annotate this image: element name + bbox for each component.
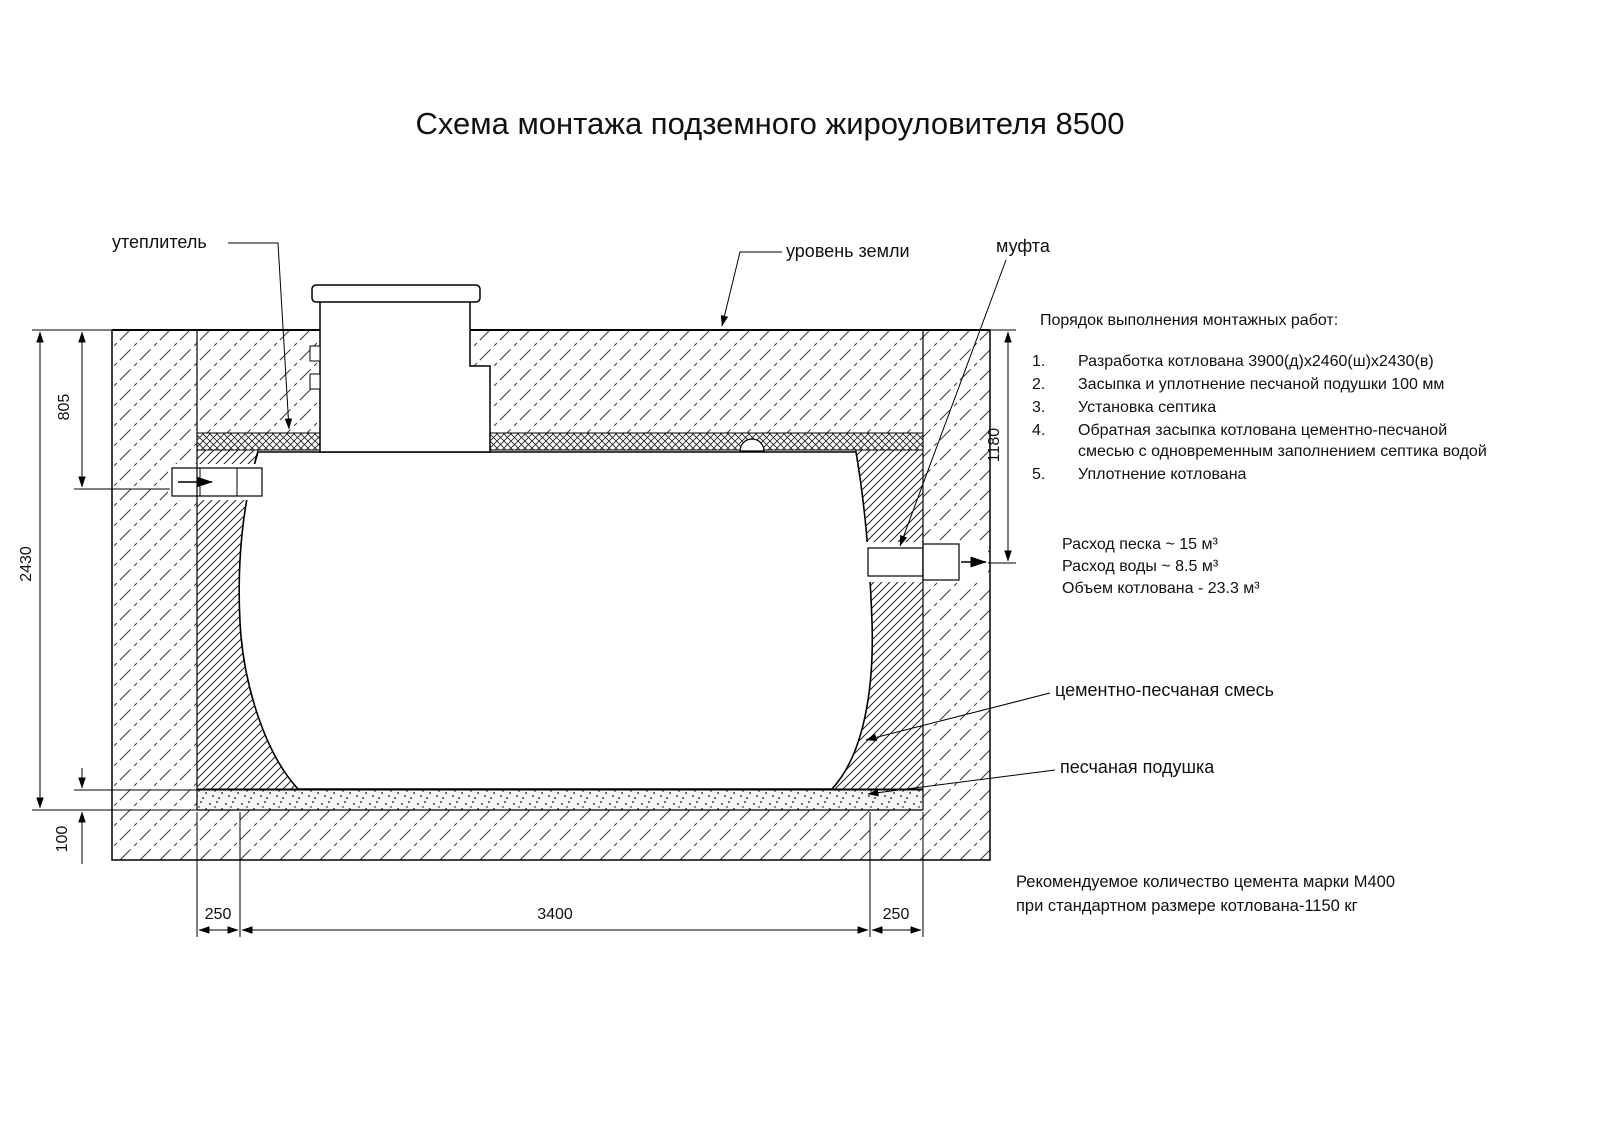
soil-outline [111, 330, 991, 861]
neck-flange-2 [309, 373, 321, 390]
consumption-sand: Расход песка ~ 15 м³ [1062, 536, 1218, 553]
label-insulation: утеплитель [112, 232, 207, 252]
label-ground-level: уровень земли [786, 241, 910, 261]
leader-sand-cushion [867, 769, 1056, 797]
tank-vent [739, 438, 765, 452]
instruction-number: 5. [1032, 466, 1046, 483]
instruction-item: 4. Обратная засыпка котлована цементно-п… [1032, 420, 1512, 462]
instruction-text: Уплотнение котлована [1078, 466, 1247, 483]
instructions-heading: Порядок выполнения монтажных работ: [1040, 312, 1339, 329]
insulation-band-right [489, 432, 924, 451]
dim-cushion-thickness: 100 [54, 825, 71, 853]
neck-flange-1 [309, 345, 321, 362]
instructions-block: Порядок выполнения монтажных работ: 1. Р… [1032, 310, 1512, 487]
instruction-item: 5. Уплотнение котлована [1032, 464, 1512, 485]
leader-ground-level [720, 251, 782, 327]
label-cement-sand-mix: цементно-песчаная смесь [1055, 680, 1275, 700]
instruction-number: 1. [1032, 353, 1046, 370]
tank-neck [319, 300, 491, 453]
instruction-item: 1. Разработка котлована 3900(д)х2460(ш)х… [1032, 351, 1512, 372]
leader-insulation [228, 242, 293, 430]
tank-body [238, 451, 874, 790]
label-sand-cushion: песчаная подушка [1060, 757, 1215, 777]
instruction-item: 3. Установка септика [1032, 397, 1512, 418]
label-coupling: муфта [996, 236, 1050, 256]
insulation-band-left [196, 432, 321, 451]
consumption-pit-volume: Объем котлована - 23.3 м³ [1062, 580, 1260, 597]
dim-depth-outlet: 1180 [986, 427, 1003, 463]
dim-tank-length: 3400 [537, 906, 573, 923]
page-title: Схема монтажа подземного жироуловителя 8… [415, 106, 1125, 141]
cement-note-line2: при стандартном размере котлована-1150 к… [1016, 897, 1358, 915]
dim-offset-left: 250 [204, 906, 232, 923]
consumption-water: Расход воды ~ 8.5 м³ [1062, 558, 1219, 575]
outlet-pipe [867, 547, 924, 577]
cement-note: Рекомендуемое количество цемента марки М… [1016, 870, 1395, 918]
instruction-text: Установка септика [1078, 399, 1217, 416]
leader-cement-sand [865, 692, 1051, 742]
cement-note-line1: Рекомендуемое количество цемента марки М… [1016, 873, 1396, 891]
sand-cushion [196, 789, 924, 811]
instruction-text: Разработка котлована 3900(д)х2460(ш)х243… [1078, 353, 1434, 370]
instruction-number: 2. [1032, 376, 1046, 393]
instruction-text: Обратная засыпка котлована цементно-песч… [1078, 422, 1487, 460]
outlet-coupling [922, 543, 960, 581]
dim-depth-inlet: 805 [56, 393, 73, 421]
dim-depth-total: 2430 [18, 546, 35, 582]
instruction-number: 3. [1032, 399, 1046, 416]
instruction-item: 2. Засыпка и уплотнение песчаной подушки… [1032, 374, 1512, 395]
dim-offset-right: 250 [882, 906, 910, 923]
instruction-number: 4. [1032, 422, 1046, 439]
tank-lid [311, 284, 481, 303]
consumption-block: Расход песка ~ 15 м³ Расход воды ~ 8.5 м… [1062, 534, 1260, 600]
leader-coupling [899, 259, 1007, 547]
instruction-text: Засыпка и уплотнение песчаной подушки 10… [1078, 376, 1445, 393]
